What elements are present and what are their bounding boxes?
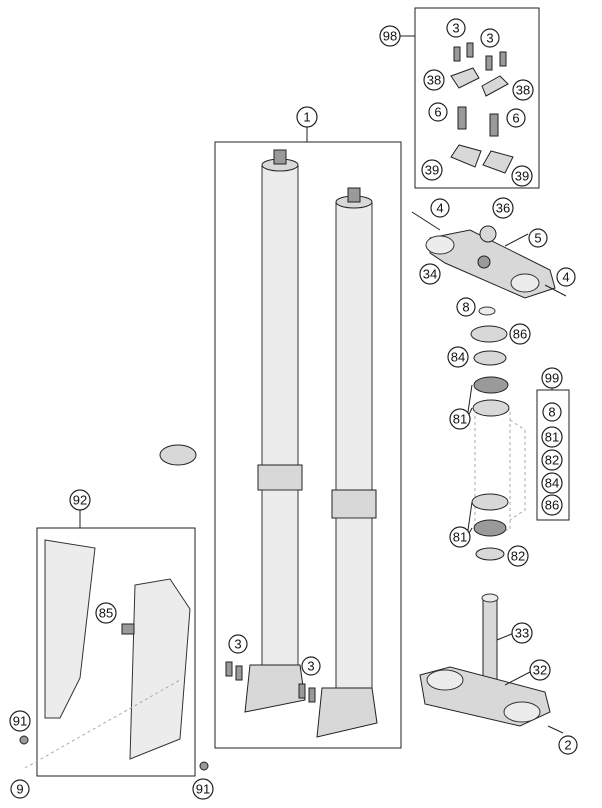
svg-text:3: 3 [452,21,459,36]
svg-text:82: 82 [511,549,525,564]
svg-text:3: 3 [234,637,241,652]
callout-6-right: 6 [506,108,526,128]
callout-6-left: 6 [428,102,448,122]
callout-3-fork-left: 3 [228,634,248,654]
callout-85: 85 [95,602,117,624]
callout-99-list-8: 8 [542,402,562,422]
svg-text:99: 99 [545,371,559,386]
callout-9: 9 [10,779,30,799]
callout-5: 5 [528,228,548,248]
clamp-screw-parts [450,42,514,174]
svg-text:6: 6 [434,105,441,120]
svg-text:38: 38 [516,83,530,98]
svg-text:5: 5 [534,231,541,246]
callout-98: 98 [379,25,401,47]
callout-32: 32 [529,659,551,681]
callout-82: 82 [507,545,529,567]
callout-99-list-84: 84 [541,472,563,494]
svg-text:91: 91 [13,714,27,729]
svg-text:86: 86 [545,498,559,513]
svg-text:2: 2 [564,738,571,753]
svg-text:8: 8 [462,300,469,315]
lower-triple-clamp [419,593,564,734]
callout-38-right: 38 [512,79,534,101]
callout-4-top: 4 [430,198,450,218]
callout-3-fork-right: 3 [301,656,321,676]
callout-99-list-86: 86 [541,494,563,516]
kit-98-frame [414,7,540,189]
svg-text:85: 85 [99,606,113,621]
callout-34: 34 [419,263,441,285]
fork-assembly-frame [214,141,402,749]
svg-text:39: 39 [425,163,439,178]
svg-text:86: 86 [513,327,527,342]
svg-text:1: 1 [303,110,310,125]
svg-text:81: 81 [453,530,467,545]
callout-99-list-82: 82 [541,449,563,471]
svg-text:34: 34 [423,267,437,282]
callout-39-right: 39 [511,165,533,187]
fork-protectors [19,539,209,771]
bearing-stack [466,306,526,561]
svg-text:4: 4 [562,270,569,285]
callout-3-kit-left: 3 [446,18,466,38]
svg-text:98: 98 [383,29,397,44]
svg-text:36: 36 [496,201,510,216]
svg-text:3: 3 [307,659,314,674]
callout-91-left: 91 [9,710,31,732]
callout-92: 92 [69,489,91,511]
callout-36: 36 [492,197,514,219]
callout-99: 99 [541,367,563,389]
callout-84: 84 [447,346,469,368]
svg-text:6: 6 [512,111,519,126]
svg-text:33: 33 [515,626,529,641]
svg-text:82: 82 [545,453,559,468]
svg-text:39: 39 [515,169,529,184]
callout-81-upper: 81 [449,408,471,430]
callout-81-lower: 81 [449,526,471,548]
callout-1: 1 [296,106,318,128]
svg-text:8: 8 [548,405,555,420]
svg-text:91: 91 [196,782,210,797]
callout-8: 8 [456,297,476,317]
svg-text:84: 84 [451,350,465,365]
callout-99-list-81: 81 [541,426,563,448]
callout-38-left: 38 [423,69,445,91]
svg-text:81: 81 [545,430,559,445]
svg-text:81: 81 [453,412,467,427]
upper-triple-clamp [411,211,567,299]
svg-text:3: 3 [486,31,493,46]
svg-text:84: 84 [545,476,559,491]
svg-text:4: 4 [436,201,443,216]
callout-39-left: 39 [421,159,443,181]
fork-protector-frame [36,527,196,777]
callout-4-right: 4 [556,267,576,287]
callout-3-kit-right: 3 [480,28,500,48]
loose-ring [159,444,197,466]
kit-99-frame [536,389,570,521]
svg-text:32: 32 [533,663,547,678]
svg-text:9: 9 [16,782,23,797]
fork-legs [225,149,378,738]
svg-text:38: 38 [427,73,441,88]
callout-2: 2 [558,735,578,755]
callout-91-right: 91 [192,778,214,800]
callout-33: 33 [511,622,533,644]
svg-text:92: 92 [73,493,87,508]
callout-86: 86 [509,323,531,345]
